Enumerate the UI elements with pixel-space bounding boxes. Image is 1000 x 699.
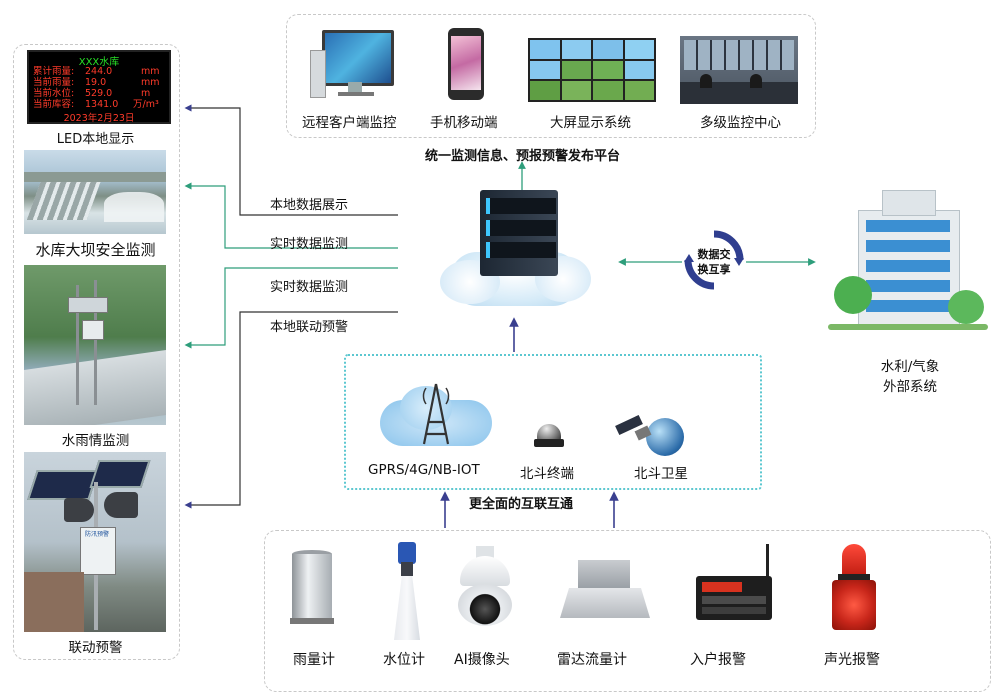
top-item-remote-client: 远程客户端监控 — [302, 115, 397, 131]
platform-caption: 统一监测信息、预报预警发布平台 — [425, 149, 621, 164]
top-panel — [286, 14, 816, 138]
comm-item-beidou-satellite: 北斗卫星 — [634, 466, 688, 482]
exchange-line-1: 数据交 — [697, 248, 731, 261]
led-row-value: 19.0 — [85, 77, 107, 88]
link-local-alarm — [184, 311, 398, 509]
link-label-realtime-2: 实时数据监测 — [270, 280, 349, 295]
comm-caption: 更全面的互联互通 — [469, 497, 574, 512]
led-row-unit: 万/m³ — [133, 99, 159, 110]
rain-station-photo — [24, 265, 166, 425]
dam-caption: 水库大坝安全监测 — [35, 241, 156, 259]
link-label-realtime-1: 实时数据监测 — [270, 237, 349, 252]
top-item-multi-center: 多级监控中心 — [700, 115, 781, 131]
led-row-value: 1341.0 — [85, 99, 119, 110]
external-line-1: 水利/气象 — [880, 359, 940, 375]
ai-camera-icon — [454, 546, 516, 628]
cloud-server-icon — [440, 190, 591, 320]
top-item-mobile: 手机移动端 — [430, 115, 498, 131]
device-sound-light-alarm: 声光报警 — [824, 652, 880, 668]
video-wall-icon — [528, 38, 656, 102]
dam-photo — [24, 150, 166, 234]
household-alarm-icon — [696, 544, 780, 622]
device-radar-flow: 雷达流量计 — [557, 652, 627, 668]
link-realtime-rain — [184, 267, 398, 349]
led-date: 2023年2月23日 — [63, 113, 135, 124]
led-row-value: 529.0 — [85, 88, 113, 99]
led-row: 累计雨量: 244.0 mm 当前雨量: 19.0 mm 当前水位: 529.0 m 当前库… — [33, 66, 167, 110]
cell-tower-icon — [380, 378, 492, 448]
led-display: XXX水库 累计雨量: 244.0 mm 当前雨量: 19.0 mm 当前水位: 529.… — [27, 50, 171, 124]
exchange-line-2: 换互享 — [697, 263, 731, 276]
alarm-caption: 联动预警 — [68, 640, 123, 656]
led-row-value: 244.0 — [85, 66, 113, 77]
alarm-station-photo: 防汛预警 — [24, 452, 166, 632]
rain-gauge-icon — [288, 550, 336, 628]
rain-caption: 水雨情监测 — [61, 433, 130, 449]
led-row-name: 当前雨量: — [33, 77, 75, 88]
monitor-icon — [310, 30, 394, 102]
device-water-level: 水位计 — [383, 652, 425, 668]
led-row-name: 当前水位: — [33, 88, 75, 99]
link-label-local-display: 本地数据展示 — [270, 198, 349, 213]
devices-panel — [264, 530, 991, 692]
left-panel — [13, 44, 180, 660]
led-caption: LED本地显示 — [56, 132, 135, 147]
sound-light-alarm-icon — [822, 544, 886, 634]
alarm-sign: 防汛预警 — [84, 531, 109, 538]
top-item-big-screen: 大屏显示系统 — [550, 115, 631, 131]
water-level-meter-icon — [392, 542, 422, 642]
link-label-local-alarm: 本地联动预警 — [270, 320, 349, 335]
led-title: XXX水库 — [78, 57, 120, 68]
building-icon — [828, 190, 988, 338]
link-local-display — [184, 104, 398, 216]
device-rain-gauge: 雨量计 — [293, 652, 335, 668]
device-household-alarm: 入户报警 — [690, 652, 746, 668]
radar-flow-meter-icon — [560, 560, 650, 620]
link-realtime-dam — [184, 182, 398, 249]
beidou-terminal-icon — [534, 424, 564, 448]
led-row-name: 当前库容: — [33, 99, 75, 110]
monitoring-center-icon — [680, 36, 798, 104]
led-row-name: 累计雨量: — [33, 66, 75, 77]
mobile-phone-icon — [448, 28, 484, 100]
data-exchange-icon: 数据交 换互享 — [682, 228, 746, 292]
led-row-unit: mm — [141, 77, 160, 88]
device-ai-camera: AI摄像头 — [454, 652, 510, 668]
led-row-unit: mm — [141, 66, 160, 77]
external-line-2: 外部系统 — [883, 379, 937, 395]
comm-item-gprs: GPRS/4G/NB-IOT — [368, 462, 480, 478]
satellite-icon — [615, 410, 686, 458]
comm-item-beidou-terminal: 北斗终端 — [520, 466, 574, 482]
comm-panel — [344, 354, 762, 490]
led-row-unit: m — [141, 88, 151, 99]
